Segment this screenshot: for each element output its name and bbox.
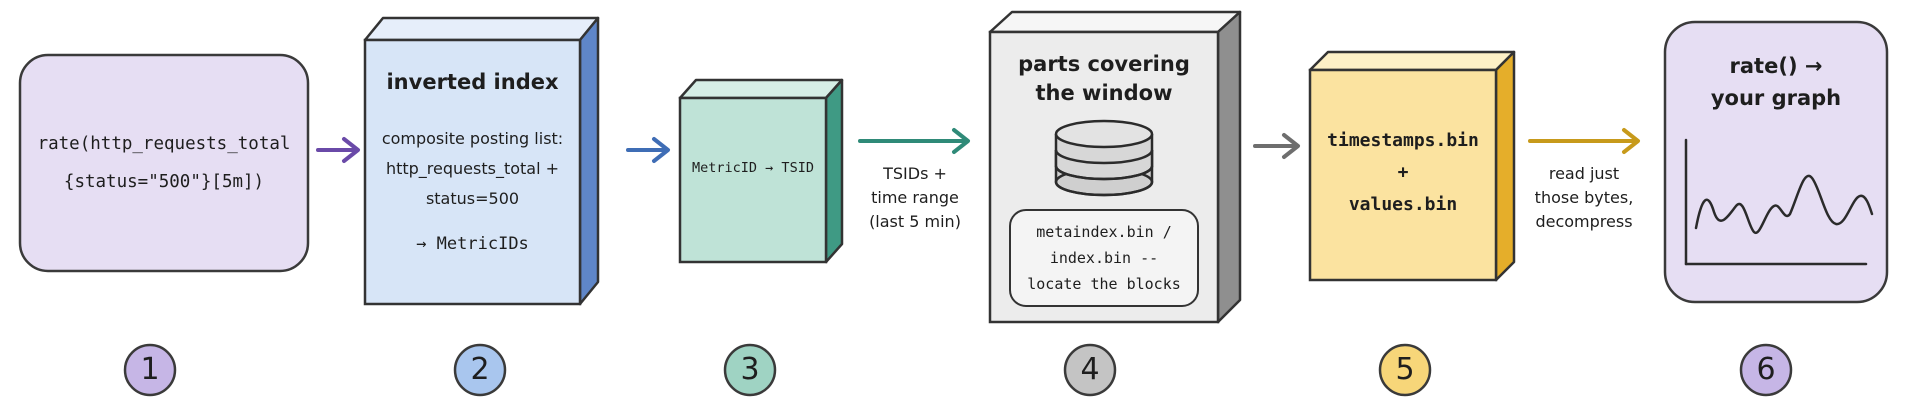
step-2-line-1: composite posting list: [381, 129, 564, 148]
arrow-1-to-2 [316, 137, 360, 163]
step-1-line-2: {status="500"}[5m]) [63, 172, 265, 192]
step-6-card [1663, 20, 1889, 304]
line-graph-icon [1684, 138, 1874, 266]
arrow-5-to-6 [1528, 128, 1640, 154]
step-4-inner-line-2: index.bin -- [1049, 249, 1159, 267]
step-3-label: MetricID → TSID [692, 160, 814, 176]
step-2-title: inverted index [386, 70, 559, 94]
step-2-line-3: status=500 [425, 189, 520, 208]
step-4-title-line-2: the window [1035, 81, 1173, 105]
step-5-box [1308, 50, 1516, 282]
step-4-inner-line-3: locate the blocks [1027, 275, 1181, 293]
step-2-number: 2 [470, 352, 490, 387]
step-4-title: parts covering the window [990, 50, 1218, 108]
step-1-badge [123, 343, 177, 397]
step-1-card [18, 53, 310, 273]
step-2-body: composite posting list: http_requests_to… [365, 124, 580, 214]
arrow-3-label: TSIDs + time range (last 5 min) [858, 162, 972, 234]
step-2-box [363, 16, 600, 306]
arrow-5-line-2: those bytes, [1534, 188, 1634, 207]
step-2-badge [453, 343, 507, 397]
step-4-inner-panel: metaindex.bin / index.bin -- locate the … [1010, 219, 1198, 297]
step-1-line-1: rate(http_requests_total [37, 134, 291, 154]
arrow-3-to-4 [858, 128, 970, 154]
step-6-number: 6 [1756, 352, 1776, 387]
arrow-5-line-3: decompress [1535, 212, 1633, 231]
database-icon [1054, 119, 1154, 197]
step-6-title: rate() → your graph [1665, 50, 1887, 114]
step-3-badge [723, 343, 777, 397]
step-6-badge [1739, 343, 1793, 397]
step-4-inner-line-1: metaindex.bin / [1036, 223, 1172, 241]
step-1-number: 1 [140, 352, 160, 387]
step-4-box [988, 10, 1242, 324]
step-3-box [678, 78, 844, 264]
step-5-badge [1378, 343, 1432, 397]
step-5-line-3: values.bin [1348, 194, 1458, 215]
step-2-result: → MetricIDs [416, 234, 529, 254]
step-5-number: 5 [1395, 352, 1415, 387]
step-3-number: 3 [740, 352, 760, 387]
arrow-2-to-3 [626, 137, 670, 163]
step-5-line-1: timestamps.bin [1327, 130, 1479, 151]
step-5-line-2: + [1397, 162, 1409, 183]
step-6-line-1: rate() → [1729, 54, 1823, 78]
arrow-5-label: read just those bytes, decompress [1526, 162, 1642, 234]
step-6-line-2: your graph [1710, 86, 1842, 110]
step-4-badge [1063, 343, 1117, 397]
arrow-3-line-1: TSIDs + [883, 164, 947, 183]
arrow-3-line-2: time range [871, 188, 959, 207]
step-4-title-line-1: parts covering [1018, 52, 1190, 76]
arrow-4-to-5 [1253, 133, 1300, 159]
step-4-number: 4 [1080, 352, 1100, 387]
arrow-3-line-3: (last 5 min) [869, 212, 961, 231]
step-2-line-2: http_requests_total + [385, 159, 560, 178]
arrow-5-line-1: read just [1548, 164, 1620, 183]
step-1-query: rate(http_requests_total {status="500"}[… [20, 125, 308, 201]
step-5-files: timestamps.bin + values.bin [1310, 125, 1496, 221]
